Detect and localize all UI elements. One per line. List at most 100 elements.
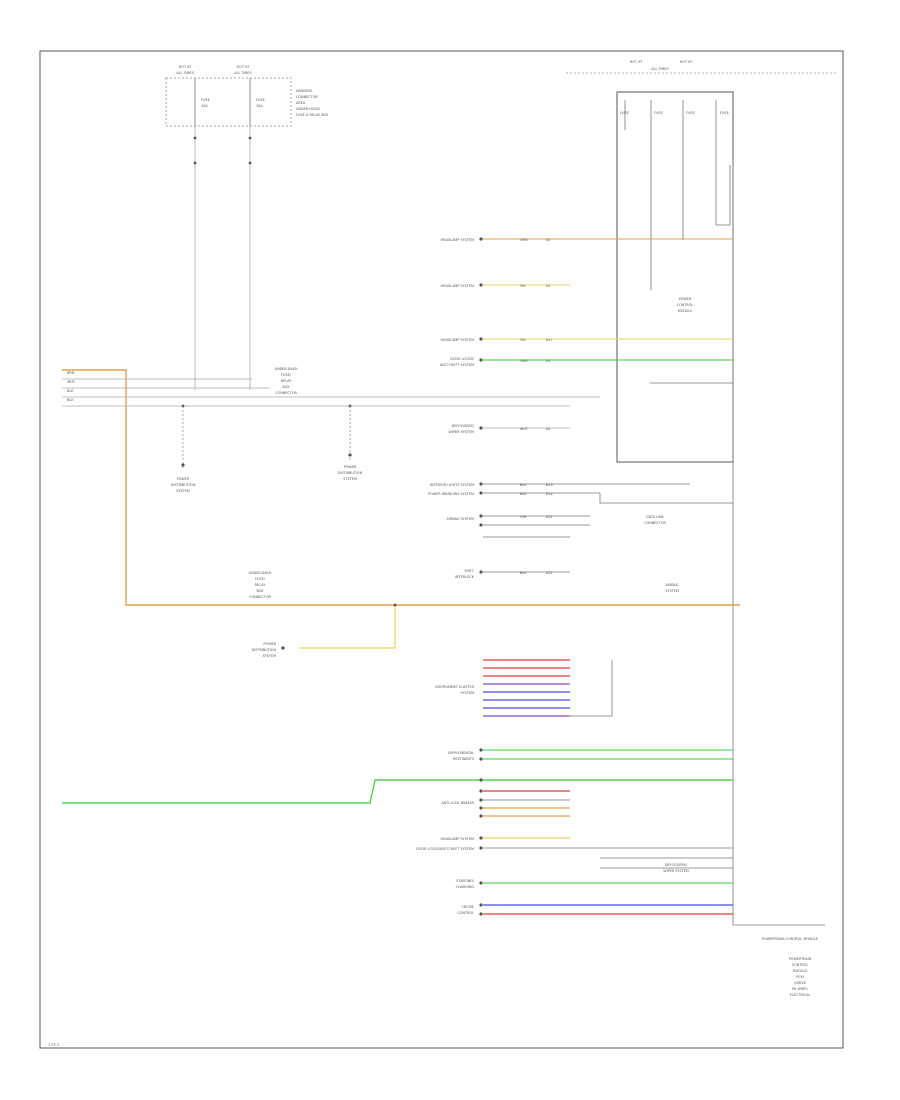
fuse-1-sub: ALL TIMES <box>176 71 193 75</box>
instrument-cluster-1: INSTRUMENT CLUSTER <box>435 685 474 689</box>
row-7-label: POWER WINDOWS SYSTEM <box>428 492 474 496</box>
row-5-label: DEFOGGERS/ <box>452 424 475 428</box>
pcm-label-2: CONTROL <box>677 303 694 307</box>
cruise-1: CRUISE <box>462 905 475 909</box>
jb-mid-2: FUSE/ <box>255 577 266 581</box>
right-fuse-2: FUSE <box>654 111 663 115</box>
right-fuse-3: FUSE <box>686 111 695 115</box>
row-1-wire: ORN <box>520 238 528 242</box>
pcm-sub-1: POWERTRAIN <box>789 957 812 961</box>
row-9-label2: INTERLOCK <box>455 575 475 579</box>
pcm-sub-2: CONTROL <box>792 963 809 967</box>
abs-label: ANTI-LOCK BRAKES <box>441 801 474 805</box>
row-5-pin: A4 <box>546 427 550 431</box>
bottom-label-1: HEADLAMP SYSTEM <box>441 837 475 841</box>
left-wire-4: BLK <box>67 398 74 402</box>
row-4-label2: ANTI-THEFT SYSTEM <box>440 363 474 367</box>
bottom-label-2: DOOR LOCKS/ANTI-THEFT SYSTEM <box>416 847 474 851</box>
bottom-label-3b: WIPER SYSTEM <box>663 869 689 873</box>
row-2-pin: A2 <box>546 284 550 288</box>
row-1-label: HEADLAMP SYSTEM <box>441 238 475 242</box>
row-3-pin: A17 <box>546 338 553 342</box>
connector-rows: HEADLAMP SYSTEM HEADLAMP SYSTEM HEADLAMP… <box>428 237 733 593</box>
row-8-label: AIRBAG SYSTEM <box>447 517 475 521</box>
right-fuse-header-1: HOT AT <box>630 60 643 64</box>
row-1-pin: A1 <box>546 238 550 242</box>
fuse-2-header: HOT AT <box>237 65 250 69</box>
diagram-frame <box>39 50 844 1049</box>
pd2-2: DISTRIBUTION <box>338 471 363 475</box>
data-link-2: CONNECTOR <box>644 521 666 525</box>
row-9-pin: A22 <box>546 571 553 575</box>
instrument-cluster-2: SYSTEM <box>460 691 474 695</box>
jb-top-3: RELAY <box>281 379 293 383</box>
jb-mid-3: RELAY <box>255 583 267 587</box>
bottom-label-3: DEFOGGERS/ <box>665 863 688 867</box>
pcm-sub-4: PCM <box>796 975 803 979</box>
data-link-1: DATA LINK <box>646 515 664 519</box>
pcm-label-3: MODULE <box>678 309 693 313</box>
row-3-label: HEADLAMP SYSTEM <box>441 338 475 342</box>
jb-top-4: BOX <box>282 385 290 389</box>
pcm-title: POWERTRAIN CONTROL MODULE <box>762 937 818 941</box>
fuse-note-2: CONNECTOR <box>296 95 318 99</box>
cruise-2: CONTROL <box>457 911 474 915</box>
pd3-2: DISTRIBUTION <box>252 648 277 652</box>
right-fuse-header-2: HOT AT <box>680 60 693 64</box>
pd1-2: DISTRIBUTION <box>171 483 196 487</box>
left-wire-3: BLK <box>67 389 74 393</box>
pd3-3: SYSTEM <box>262 654 276 658</box>
row-4-wire: GRN <box>520 359 528 363</box>
fuse-1-label: FUSE <box>201 98 210 102</box>
pcm-label-1: POWER <box>679 297 692 301</box>
left-wire-2: WHT <box>67 380 76 384</box>
fuse-note-1: HARNESS <box>296 89 312 93</box>
fuse-2-sub: ALL TIMES <box>234 71 251 75</box>
right-fuse-4: FUSE <box>720 111 729 115</box>
fuse-note-4: UNDER-HOOD <box>296 107 320 111</box>
row-4-pin: A3 <box>546 359 550 363</box>
jb-mid-5: CONNECTOR <box>249 595 271 599</box>
lower-rows: SUPPLEMENTAL RESTRAINTS ANTI-LOCK BRAKES… <box>62 748 818 997</box>
jb-top-2: FUSE/ <box>281 373 292 377</box>
row-9-label: SHIFT <box>464 569 475 573</box>
page-tag: 1 OF 2 <box>48 1043 59 1047</box>
fuse-note-3: AREA <box>296 101 306 105</box>
row-8-wire: GRY <box>520 515 528 519</box>
row-7-wire: BLK <box>520 492 527 496</box>
fuse-box-top <box>165 77 292 127</box>
jb-top-5: CONNECTOR <box>275 391 297 395</box>
row-3-wire: YEL <box>520 338 526 342</box>
fuse-1-header: HOT AT <box>179 65 192 69</box>
mid-junction: UNDER-DASH FUSE/ RELAY BOX CONNECTOR POW… <box>249 571 397 658</box>
pcm-sub-3: MODULE <box>793 969 808 973</box>
fuse-2-label: FUSE <box>256 98 265 102</box>
supp-2: RESTRAINTS <box>453 757 474 761</box>
row-5-wire: WHT <box>520 427 529 431</box>
right-fuse-sub: ALL TIMES <box>651 67 668 71</box>
pd1-3: SYSTEM <box>176 489 190 493</box>
airbag-1: AIRBAG <box>666 583 679 587</box>
airbag-2: SYSTEM <box>665 589 679 593</box>
pcm-sub-7: ELECTRICAL <box>790 993 811 997</box>
pd2-3: SYSTEM <box>343 477 357 481</box>
row-6-label: INTERIOR LIGHTS SYSTEM <box>430 483 474 487</box>
jb-mid-4: BOX <box>256 589 264 593</box>
starting-1: STARTING/ <box>456 879 475 883</box>
row-7-pin: B14 <box>546 492 553 496</box>
pd2-1: POWER <box>344 465 357 469</box>
row-2-label: HEADLAMP SYSTEM <box>441 284 475 288</box>
row-6-wire: BLK <box>520 483 527 487</box>
left-wire-1: BRN <box>67 371 75 375</box>
right-fuse-group: HOT AT HOT AT ALL TIMES FUSE FUSE FUSE F… <box>566 60 838 463</box>
supp-1: SUPPLEMENTAL <box>448 751 474 755</box>
colored-bundle: INSTRUMENT CLUSTER SYSTEM <box>435 659 613 717</box>
fuse-1-amp: 10A <box>201 104 208 108</box>
starting-2: CHARGING <box>456 885 475 889</box>
row-9-wire: BLK <box>520 571 527 575</box>
row-4-label: DOOR LOCKS/ <box>450 357 475 361</box>
right-fuse-1: FUSE <box>620 111 629 115</box>
fuse-note-5: FUSE & RELAY BOX <box>296 113 329 117</box>
pd3-1: POWER <box>263 642 276 646</box>
